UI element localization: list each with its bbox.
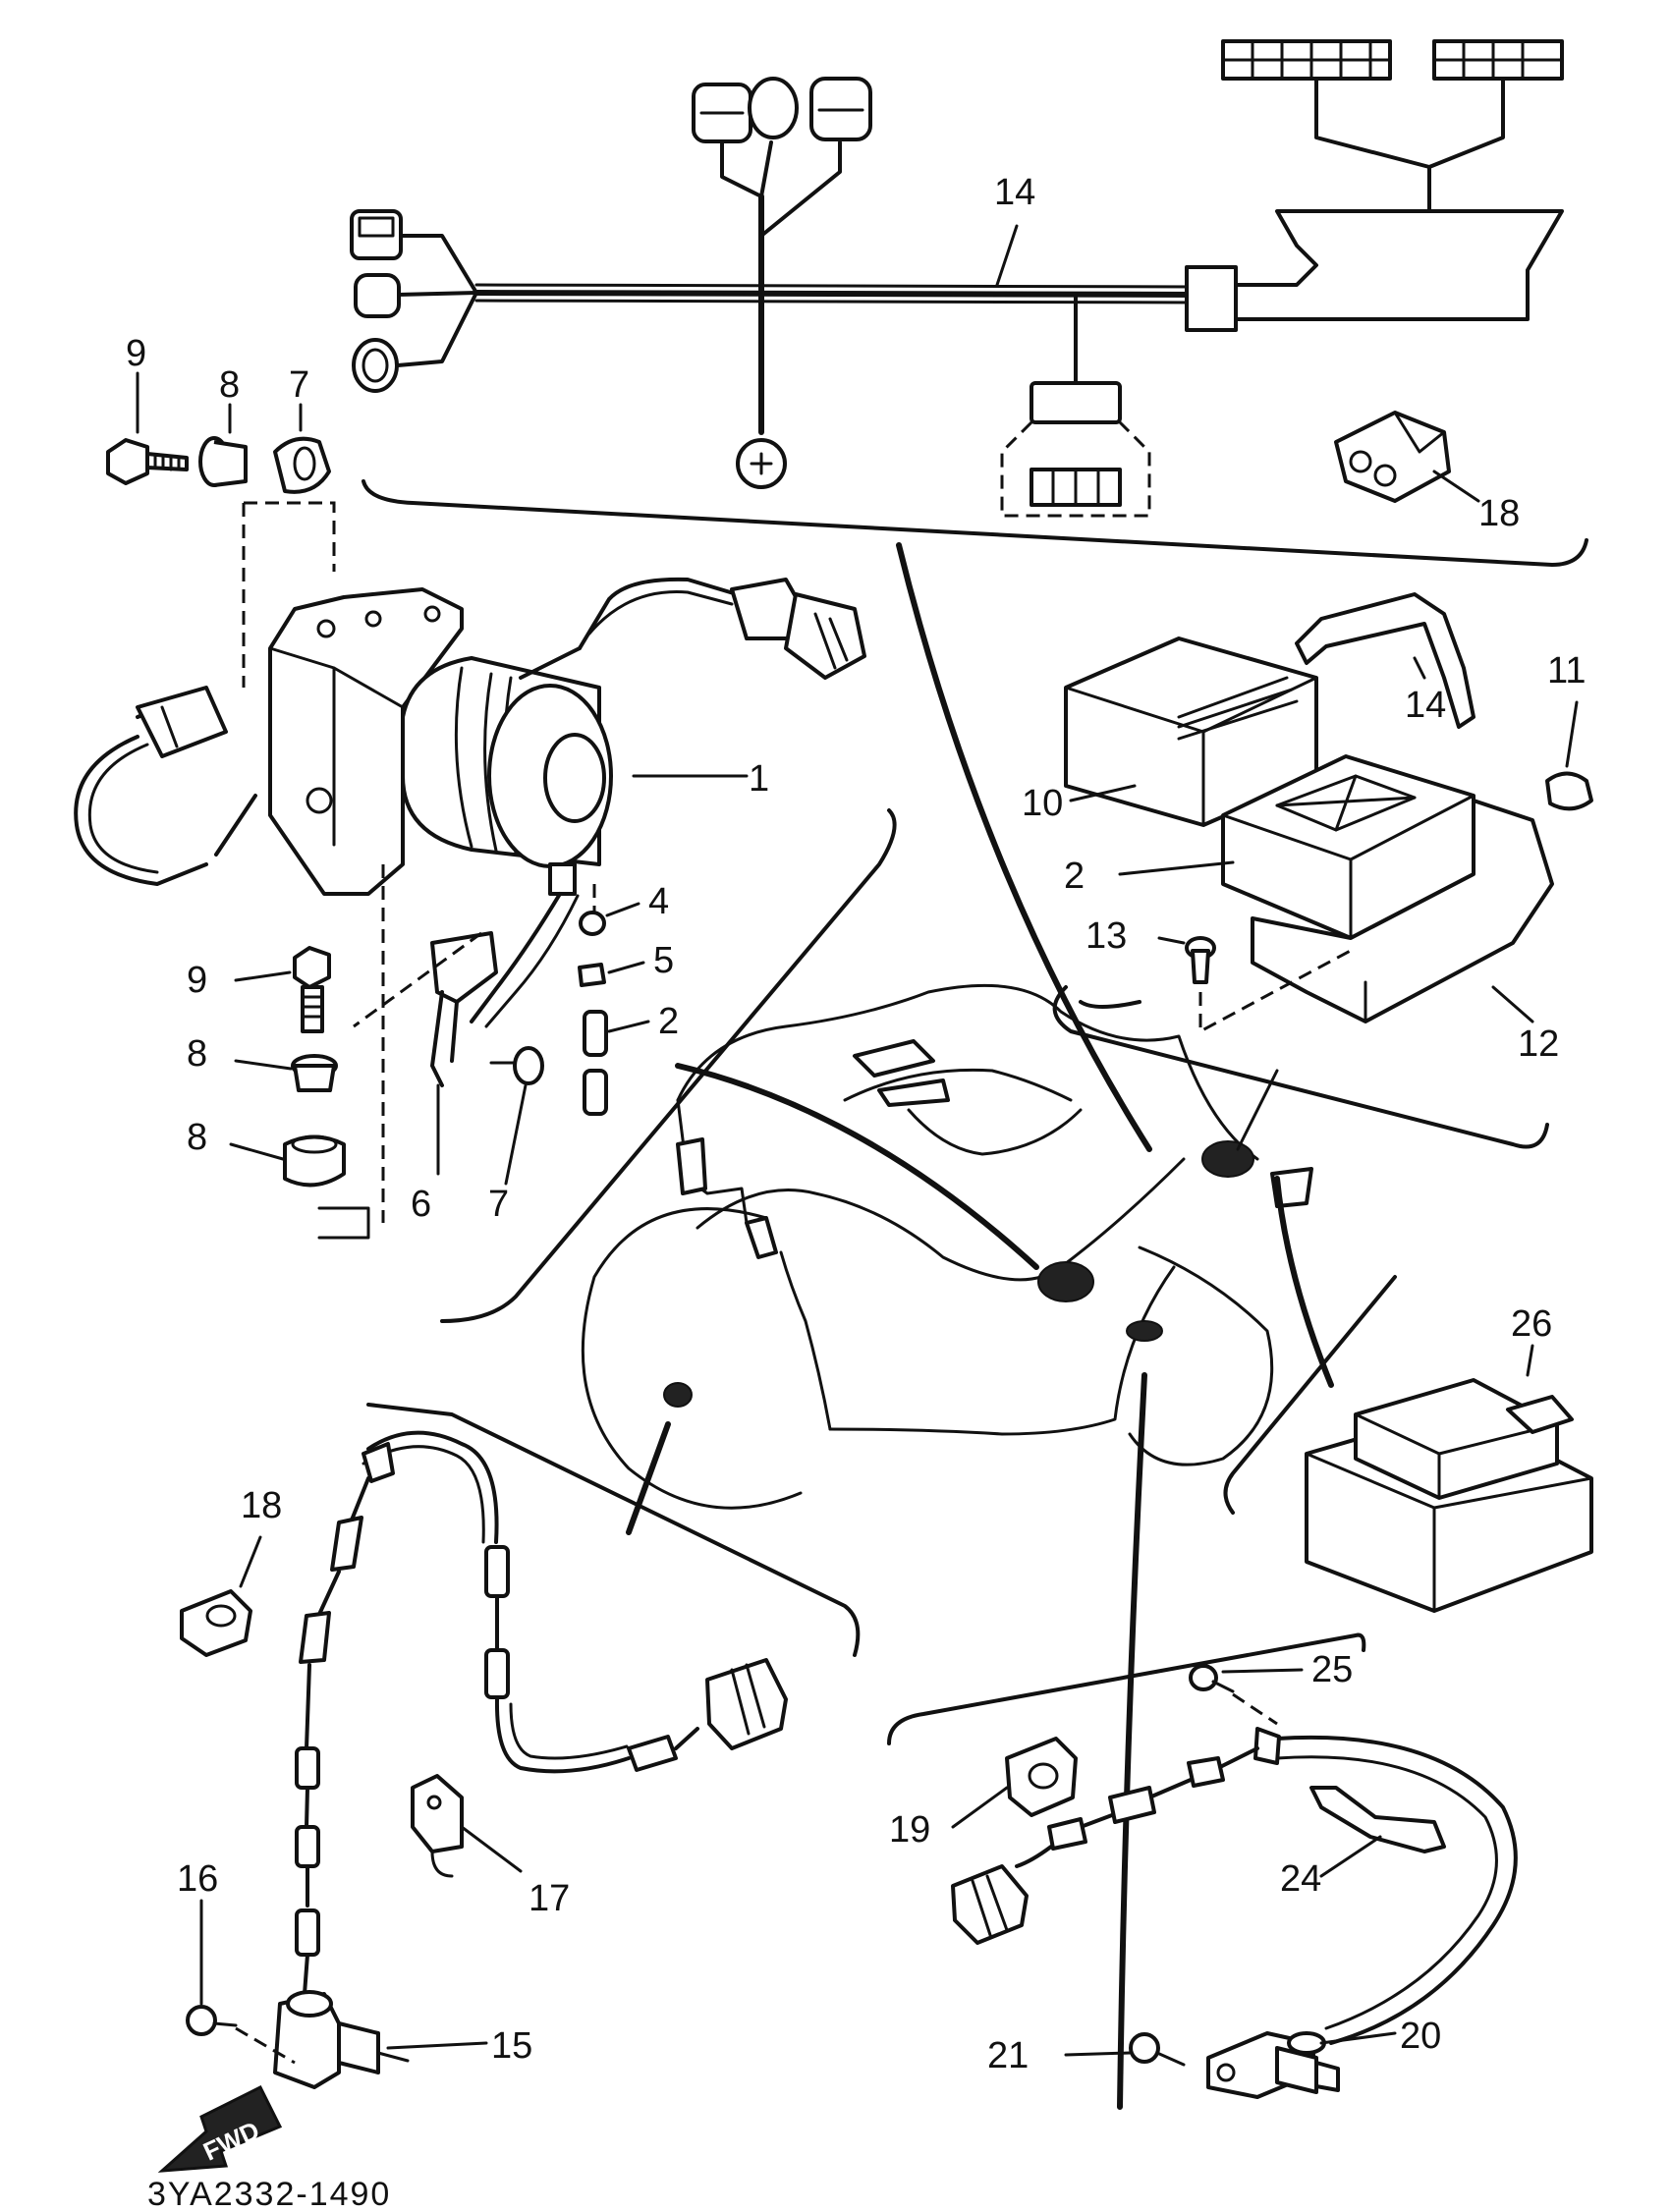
callout-16: 14	[994, 172, 1035, 213]
abs-motor	[401, 656, 613, 868]
callout-9-lower: 9	[187, 960, 207, 1001]
cap-13	[1545, 771, 1593, 811]
ecu-holder-10	[1221, 754, 1475, 940]
wire-harness-group: 14 18	[350, 39, 1588, 567]
callout-4: 5	[653, 940, 674, 981]
abs-connector-left	[136, 686, 228, 758]
screw-6	[489, 1046, 544, 1085]
callout-2: 2	[658, 1001, 679, 1042]
harness-junction-box	[1185, 265, 1238, 332]
rear-group-bracket	[366, 1403, 861, 1657]
tray-12	[1251, 799, 1554, 1023]
harness-group-bracket	[362, 479, 1588, 567]
bracket-5	[430, 931, 498, 1087]
fwd-arrow: FWD	[157, 2084, 283, 2173]
callout-17: 18	[1478, 493, 1520, 534]
callout-6: 7	[488, 1184, 509, 1225]
diagram-code: 3YA2332-1490	[147, 2176, 391, 2212]
rear-wheel-sensor-18	[273, 1990, 410, 2089]
callout-9-top: 9	[126, 333, 146, 374]
callout-8-top: 8	[219, 364, 240, 406]
clamp-21-front	[1005, 1737, 1078, 1817]
front-sensor-group: 25 19 24	[887, 1632, 1518, 2099]
abs-connector-top	[730, 578, 866, 680]
hydraulic-unit-group: 9 8 7 1	[74, 333, 897, 1323]
band-15	[1295, 592, 1475, 729]
bolt-25	[1189, 1664, 1235, 1693]
ecu-group: 10 2 12 13 14	[1022, 592, 1593, 1149]
bolt-23	[1129, 2032, 1186, 2067]
callout-7-lower: 8	[187, 1117, 207, 1158]
callout-3: 4	[648, 881, 669, 922]
callout-1: 1	[749, 758, 769, 800]
collar-8-lower	[291, 1054, 338, 1092]
harness-down-connector	[1030, 381, 1122, 424]
collar-2-lower	[583, 1069, 608, 1116]
harness-connector-b	[354, 273, 401, 318]
grommet-7-top	[273, 436, 331, 494]
clip-24	[1309, 1786, 1446, 1853]
callout-7-top: 7	[289, 364, 309, 406]
callout-23: 21	[987, 2035, 1029, 2076]
callout-5: 6	[411, 1184, 431, 1225]
callout-12: 12	[1518, 1023, 1559, 1065]
rear-sensor-group: 15 16 17 18 FWD	[157, 1403, 861, 2173]
callout-14: 13	[1086, 915, 1127, 957]
callout-20: 17	[529, 1878, 570, 1919]
harness-top-connector-2	[748, 77, 799, 139]
relay-26	[1305, 1378, 1593, 1613]
ecu-group-bracket	[1052, 985, 1549, 1149]
callout-8-lower: 8	[187, 1033, 207, 1075]
coupler-17	[1334, 411, 1451, 503]
sensor-plate-20	[411, 1774, 464, 1878]
nut-3	[579, 911, 606, 936]
front-wheel	[1128, 1245, 1274, 1466]
callout-18: 15	[491, 2025, 532, 2067]
washer-4	[578, 963, 606, 987]
rear-wheel	[581, 1207, 803, 1510]
front-wheel-sensor-22	[1206, 2031, 1340, 2099]
callout-21-front: 19	[889, 1809, 930, 1851]
callout-10: 2	[1064, 856, 1085, 897]
mount-blob-low	[1126, 1320, 1163, 1342]
callout-15: 14	[1405, 685, 1446, 726]
collar-2-upper	[583, 1010, 608, 1057]
mount-blob-front	[1201, 1140, 1254, 1178]
screw-14	[1185, 936, 1216, 984]
callout-13: 11	[1547, 650, 1586, 691]
callout-22: 20	[1400, 2016, 1441, 2057]
abs-valve-block	[268, 587, 464, 896]
front-sensor-connector	[951, 1864, 1029, 1945]
mount-blob-rear	[663, 1382, 693, 1408]
harness-main-trunk	[473, 290, 1201, 298]
bolt-9-lower	[293, 946, 331, 1033]
bolt-9-top	[106, 438, 189, 485]
callout-26: 26	[1511, 1303, 1552, 1345]
front-group-bracket	[887, 1632, 1366, 1745]
hydraulic-group-bracket	[440, 808, 897, 1323]
bolt-19	[186, 2005, 238, 2036]
mount-blob-center	[1037, 1261, 1094, 1302]
grommet-7-lower	[283, 1134, 346, 1188]
harness-connector-c	[352, 338, 399, 393]
rear-sensor-connector	[705, 1658, 788, 1750]
callout-25: 25	[1311, 1649, 1353, 1690]
motorcycle-outline	[581, 542, 1397, 2110]
callout-19: 16	[177, 1858, 218, 1900]
clamp-21-rear	[180, 1589, 252, 1657]
callout-11: 10	[1022, 783, 1063, 824]
callout-24: 24	[1280, 1858, 1321, 1900]
collar-8-top	[198, 436, 248, 487]
callout-21-rear: 18	[241, 1485, 282, 1526]
